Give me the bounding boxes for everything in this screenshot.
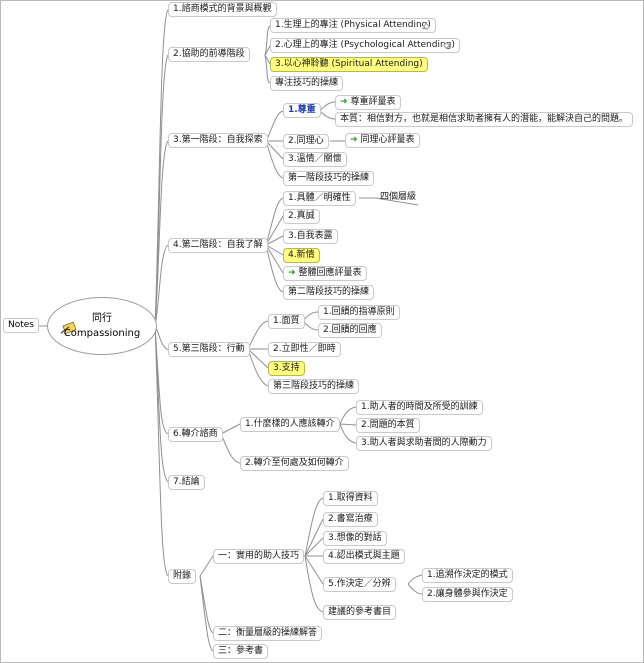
imagined-dialogue-node[interactable]: 3.想像的對話 (323, 531, 387, 546)
four-levels-node[interactable]: 四個層級 (380, 192, 417, 202)
immediacy-node[interactable]: 2.立即性／即時 (268, 342, 341, 357)
suggested-reading-node[interactable]: 建議的參考書目 (323, 605, 397, 620)
branch-stage-three[interactable]: 5.第三階段：行動 (168, 342, 250, 357)
branch-conclusion[interactable]: 7.結論 (168, 475, 205, 490)
confrontation-node[interactable]: 1.面質 (268, 314, 305, 329)
branch-appendix[interactable]: 附錄 (168, 569, 197, 584)
respect-node[interactable]: 1.尊重 (283, 103, 321, 118)
empathy-scale-label: 同理心評量表 (360, 135, 415, 145)
who-to-refer-node[interactable]: 1.什麼樣的人應該轉介 (240, 417, 340, 432)
practical-skills-node[interactable]: 一：實用的助人技巧 (213, 549, 305, 564)
where-how-refer-node[interactable]: 2.轉介至何處及如何轉介 (240, 456, 349, 471)
writing-therapy-node[interactable]: 2.書寫治療 (323, 512, 378, 527)
central-title: 同行 (92, 313, 112, 324)
decision-making-node[interactable]: 5.作決定／分辨 (323, 577, 396, 592)
central-topic[interactable]: 同行 Compassioning (47, 297, 157, 355)
overall-response-label: 整體回應評量表 (298, 268, 362, 278)
warmth-node[interactable]: 3.溫情／關懷 (283, 152, 347, 167)
overall-response-scale[interactable]: ➜整體回應評量表 (283, 266, 367, 281)
branch-stage-one[interactable]: 3.第一階段：自我探索 (168, 133, 268, 148)
level-answers-node[interactable]: 二：衡量層級的操練解答 (213, 626, 323, 641)
empathy-scale-node[interactable]: ➜同理心評量表 (345, 133, 420, 148)
branch-stage-two[interactable]: 4.第二階段：自我了解 (168, 238, 268, 253)
respect-scale-node[interactable]: ➜尊重評量表 (335, 95, 401, 110)
psychological-attending-node[interactable]: 2.心理上的專注 (Psychological Attending) (270, 38, 460, 53)
support-node[interactable]: 3.支持 (268, 361, 305, 376)
branch-preparatory-stage[interactable]: 2.協助的前導階段 (168, 47, 250, 62)
patterns-themes-node[interactable]: 4.認出模式與主題 (323, 549, 405, 564)
self-disclosure-node[interactable]: 3.自我表露 (283, 229, 338, 244)
green-arrow-icon: ➜ (288, 268, 296, 278)
feedback-response-node[interactable]: 2.回饋的回應 (318, 323, 382, 338)
green-arrow-icon: ➜ (350, 135, 358, 145)
central-subtitle: Compassioning (63, 328, 141, 339)
stage-three-practice[interactable]: 第三階段技巧的操練 (268, 379, 360, 394)
body-decision-node[interactable]: 2.讓身體參與作決定 (422, 587, 513, 602)
concreteness-node[interactable]: 1.具體／明確性 (283, 191, 356, 206)
stage-one-practice[interactable]: 第一階段技巧的操練 (283, 171, 375, 186)
notepad-icon (60, 322, 77, 334)
helper-training-node[interactable]: 1.助人者的時間及所受的訓練 (356, 400, 483, 415)
branch-background[interactable]: 1.諮商模式的背景與概觀 (168, 2, 277, 17)
notes-node[interactable]: Notes (3, 318, 39, 333)
spiritual-attending-node[interactable]: 3.以心神聆聽 (Spiritual Attending) (270, 57, 428, 72)
immediacy-feeling-node[interactable]: 4.新情 (283, 248, 320, 263)
respect-scale-label: 尊重評量表 (350, 97, 396, 107)
branch-referral[interactable]: 6.轉介諮商 (168, 427, 223, 442)
interpersonal-dynamics-node[interactable]: 3.助人者與求助者間的人際動力 (356, 436, 492, 451)
references-node[interactable]: 三：參考書 (213, 644, 269, 659)
gathering-data-node[interactable]: 1.取得資料 (323, 491, 378, 506)
attending-skills-practice[interactable]: 專注技巧的操練 (270, 76, 344, 91)
trace-decision-pattern-node[interactable]: 1.追溯作決定的模式 (422, 568, 513, 583)
feedback-guidelines-node[interactable]: 1.回饋的指導原則 (318, 305, 400, 320)
stage-two-practice[interactable]: 第二階段技巧的操練 (283, 285, 375, 300)
empathy-node[interactable]: 2.同理心 (283, 134, 329, 149)
respect-essence-node[interactable]: 本質：相信對方，也就是相信求助者擁有人的潛能，能解決自己的問題。 (335, 112, 634, 127)
green-arrow-icon: ➜ (340, 97, 348, 107)
problem-nature-node[interactable]: 2.問題的本質 (356, 418, 420, 433)
physical-attending-node[interactable]: 1.生理上的專注 (Physical Attending) (270, 18, 436, 33)
genuineness-node[interactable]: 2.真誠 (283, 209, 320, 224)
